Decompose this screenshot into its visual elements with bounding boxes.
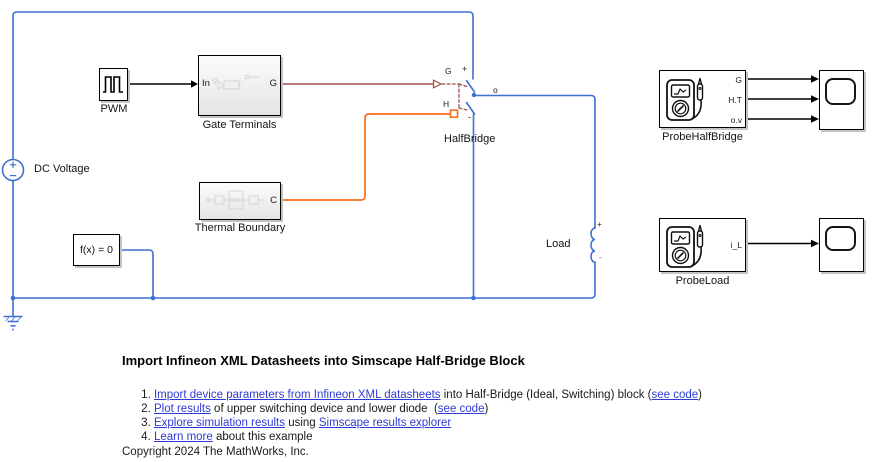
probe-halfbridge-block[interactable]: G H.T o.v — [659, 70, 746, 128]
dc-voltage-label: DC Voltage — [34, 163, 90, 175]
solver-equation-text: f(x) = 0 — [80, 244, 113, 256]
line-text: ) — [698, 389, 702, 401]
pwm-block[interactable] — [99, 68, 128, 101]
square-wave-icon — [103, 76, 123, 93]
signal-arrowheads — [191, 75, 819, 248]
plus-icon — [9, 161, 17, 168]
switch-blade-upper-icon — [465, 79, 476, 93]
load-minus-label: - — [599, 253, 602, 262]
wire-output-o[interactable] — [473, 94, 596, 229]
gate-terminals-label: Gate Terminals — [202, 119, 277, 131]
probe-port-il: i_L — [730, 239, 742, 250]
load-plus-label: + — [597, 220, 602, 229]
port-label-c-out: C — [270, 195, 277, 206]
halfbridge-g-port-label: G — [445, 66, 452, 76]
probe-load-block[interactable]: i_L — [659, 218, 746, 272]
junction-dot — [471, 295, 476, 301]
ghost-diagram-icon — [212, 74, 260, 90]
scope-screen-icon — [825, 226, 856, 251]
junction-dot — [150, 295, 156, 301]
line-text: of upper switching device and lower diod… — [210, 403, 438, 415]
halfbridge-label: HalfBridge — [444, 133, 496, 145]
annotation-line-2: 2. Plot results of upper switching devic… — [122, 391, 488, 427]
thermal-boundary-block[interactable]: C — [199, 182, 281, 220]
load-label: Load — [546, 238, 571, 250]
annotation-title: Import Infineon XML Datasheets into Sims… — [122, 353, 525, 368]
junction-dot — [10, 295, 16, 301]
wire-gate-dashed[interactable] — [441, 83, 468, 111]
probe-port-ht: H.T — [728, 94, 742, 105]
link-learn-more[interactable]: Learn more — [153, 431, 213, 443]
dc-source-icon[interactable] — [1, 158, 25, 182]
halfbridge-o-port-label: o — [493, 85, 498, 95]
list-number: 4. — [141, 431, 154, 443]
wire-solver[interactable] — [119, 249, 154, 299]
link-simscape-results-explorer[interactable]: Simscape results explorer — [318, 417, 452, 429]
list-number: 3. — [141, 417, 154, 429]
junction-dots — [10, 92, 477, 301]
multimeter-icon — [666, 224, 704, 268]
ghost-diagram-icon — [205, 190, 264, 210]
line-text: into Half-Bridge (Ideal, Switching) bloc… — [440, 389, 652, 401]
wire-top-rail[interactable] — [12, 11, 474, 161]
gate-arrowhead-icon — [432, 79, 443, 89]
thermal-boundary-label: Thermal Boundary — [194, 222, 286, 234]
wire-thermal[interactable] — [280, 113, 452, 201]
halfbridge-plus-label: + — [462, 64, 468, 74]
port-label-g-out: G — [269, 78, 277, 89]
halfbridge-h-port-label: H — [443, 99, 450, 109]
pwm-label: PWM — [100, 103, 128, 115]
copyright-text: Copyright 2024 The MathWorks, Inc. — [122, 446, 309, 458]
link-see-code-1[interactable]: see code — [651, 389, 699, 401]
gate-terminals-block[interactable]: In G — [198, 55, 281, 116]
link-import-device-parameters[interactable]: Import device parameters from Infineon X… — [153, 389, 441, 401]
probe-load-label: ProbeLoad — [675, 275, 730, 287]
scope-load-block[interactable] — [819, 218, 864, 272]
list-number: 2. — [141, 403, 154, 415]
probe-port-ov: o.v — [730, 114, 742, 125]
probe-halfbridge-label: ProbeHalfBridge — [662, 131, 743, 143]
link-explore-simulation-results[interactable]: Explore simulation results — [153, 417, 285, 429]
port-label-in: In — [202, 78, 210, 89]
thermal-port-square-icon — [449, 109, 459, 118]
link-plot-results[interactable]: Plot results — [153, 403, 211, 415]
probe-port-g: G — [735, 74, 742, 85]
link-see-code-2[interactable]: see code — [437, 403, 485, 415]
junction-dot — [471, 92, 477, 98]
solver-configuration-block[interactable]: f(x) = 0 — [73, 234, 120, 266]
ground-icon[interactable] — [3, 315, 23, 331]
halfbridge-minus-label: - — [468, 112, 471, 122]
line-text: about this example — [212, 431, 313, 443]
list-number: 1. — [141, 389, 154, 401]
line-text: ) — [484, 403, 489, 415]
wire-bottom-rail[interactable] — [12, 261, 596, 299]
annotation-line-1: 1. Import device parameters from Infineo… — [122, 377, 702, 413]
annotation-line-3: 3. Explore simulation results using Sims… — [122, 405, 451, 441]
multimeter-icon — [666, 77, 704, 121]
annotation-line-4: 4. Learn more about this example — [122, 419, 313, 455]
line-text: using — [285, 417, 319, 429]
scope-halfbridge-block[interactable] — [819, 70, 864, 130]
inductor-icon — [590, 227, 596, 263]
switch-blade-lower-icon — [465, 101, 476, 115]
scope-screen-icon — [825, 78, 856, 105]
